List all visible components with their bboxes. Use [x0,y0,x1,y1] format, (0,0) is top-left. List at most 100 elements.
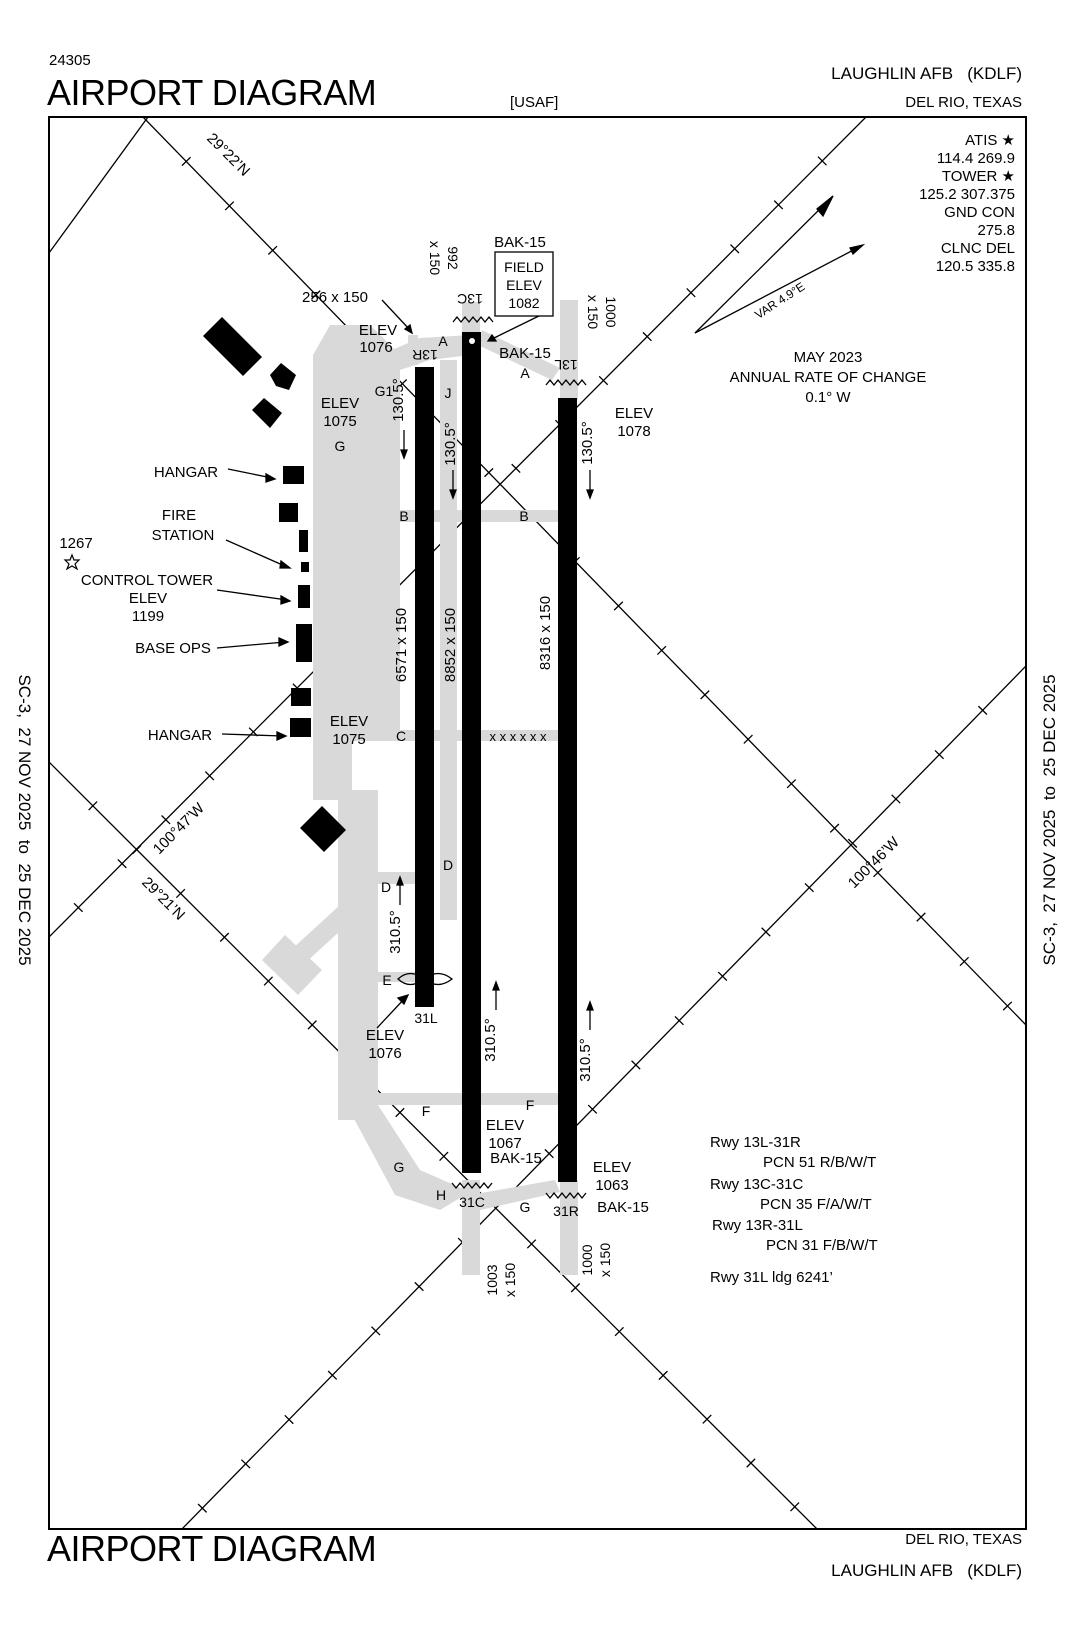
graticule-tick [598,375,609,386]
magnetic-north-arrow [849,243,866,256]
rwy-13c-31c-dims: 8852 x 150 [442,608,459,682]
graticule-tick [181,156,191,167]
pcn-value-3: PCN 31 F/B/W/T [766,1237,878,1254]
footer-city-state: DEL RIO, TEXAS [905,1531,1022,1548]
graticule-tick [511,463,521,474]
magnetic-north-line [694,244,864,334]
closed-taxiway-marker: x x x x x x [489,729,547,744]
pcn-rwy-2: Rwy 13C-31C [710,1176,804,1193]
fire-station [301,562,309,572]
graticule-tick [484,467,494,478]
taxiway-c [352,730,472,741]
svg-text:992: 992 [445,246,461,270]
pcn-rwy-3: Rwy 13R-31L [712,1217,803,1234]
graticule-tick [916,912,926,922]
taxiway-label-g: G [335,438,346,454]
bak15-31r [545,1191,587,1200]
control-tower [298,585,310,608]
graticule-tick [847,838,858,848]
hangar-south-2 [290,718,311,737]
bak15-13l [545,378,587,387]
graticule-tick [161,815,171,825]
freq-atis-label: ATIS ★ [965,132,1015,149]
page-title: AIRPORT DIAGRAM [47,72,377,113]
field-elev-box [494,251,554,317]
label-hangar-north: HANGAR [154,464,218,481]
lon-line-west [49,117,867,938]
svg-text:x 150: x 150 [502,1263,518,1297]
footer-title: AIRPORT DIAGRAM [47,1528,377,1569]
taxiway-label-g2: G [394,1159,405,1175]
rwy-end-13c: 13C [457,291,483,307]
freq-tower-value: 125.2 307.375 [919,186,1015,203]
taxiway-d [352,872,422,884]
taxiway-label-h: H [436,1187,446,1203]
graticule-tick [761,927,771,937]
pcn-value-2: PCN 35 F/A/W/T [760,1196,872,1213]
elev-31r: 1063 [595,1177,628,1194]
graticule-tick [117,858,127,869]
lat-label-south: 29°21’N [138,874,188,924]
graticule-tick [526,1239,537,1249]
agency-label: [USAF] [510,94,559,111]
taxiway-label-g1: G1 [375,383,394,399]
graticule-tick [959,956,970,967]
taxiway-label-c: C [396,728,406,744]
svg-text:1000: 1000 [603,296,619,327]
taxiway-pavement [262,300,578,1275]
label-base-ops: BASE OPS [135,640,211,657]
field-elev-label-1: FIELD [504,259,544,275]
graticule-tick [786,779,797,789]
rwy-end-31l: 31L [414,1010,438,1026]
elev-31l-word: ELEV [366,1027,404,1044]
graticule-tick [743,734,753,744]
pcn-value-1: PCN 51 R/B/W/T [763,1154,876,1171]
graticule-tick [730,244,740,254]
elev-13l-word: ELEV [615,405,653,422]
bak15-label-31r: BAK-15 [597,1199,649,1216]
elev-apron-north: 1075 [323,413,356,430]
runways [415,332,577,1182]
building-nw-1 [203,317,262,376]
graticule-tick [790,1502,800,1512]
elev-apron-south: 1075 [332,731,365,748]
building-fire-1 [279,503,298,522]
graticule-tick [631,1060,641,1070]
graticule-tick [73,902,84,913]
graticule-tick [570,1283,581,1293]
mag-rate-title: ANNUAL RATE OF CHANGE [730,369,927,386]
rwy-13r-31l-dims: 6571 x 150 [393,608,410,682]
lat-label-north: 29°22’N [203,130,253,180]
taxiway-e [378,972,428,982]
elevation-labels: ELEV 1076 ELEV 1078 ELEV 1075 ELEV 1075 … [59,322,653,1194]
graticule-tick [414,1281,424,1292]
taxiway-f [352,1093,567,1105]
freq-tower-label: TOWER ★ [942,168,1015,185]
graticule-tick [614,1326,624,1337]
south-pad-link [280,905,352,975]
graticule [49,117,1026,1529]
mag-rate: 0.1° W [805,389,851,406]
elev-apron-north-word: ELEV [321,395,359,412]
graticule-tick [175,888,186,899]
graticule-tick [371,1326,381,1336]
footer-airport-name: LAUGHLIN AFB (KDLF) [831,1561,1022,1580]
taxiway-labels: A A B B C D D E F F G G G G1 H J [335,333,535,1215]
freq-atis-value: 114.4 269.9 [937,150,1015,167]
heading-31l: 310.5° [387,910,404,954]
taxiway-g-curve [352,1105,470,1210]
graticule-tick [746,1458,756,1468]
leader-arrows [216,299,546,1029]
elev-31r-word: ELEV [593,1159,631,1176]
building-fire-2 [299,530,308,552]
lon-label-west: 100°47’W [150,799,209,858]
graticule-tick [674,1015,684,1026]
bak15-label-13c: BAK-15 [494,234,546,251]
runway-13c-31c [462,332,481,1173]
lat-line-north [142,117,1026,1026]
rwy-end-13r: 13R [412,347,438,363]
elev-tower: 1199 [132,608,164,625]
graticule-tick [307,1020,317,1030]
building-south [300,806,346,852]
